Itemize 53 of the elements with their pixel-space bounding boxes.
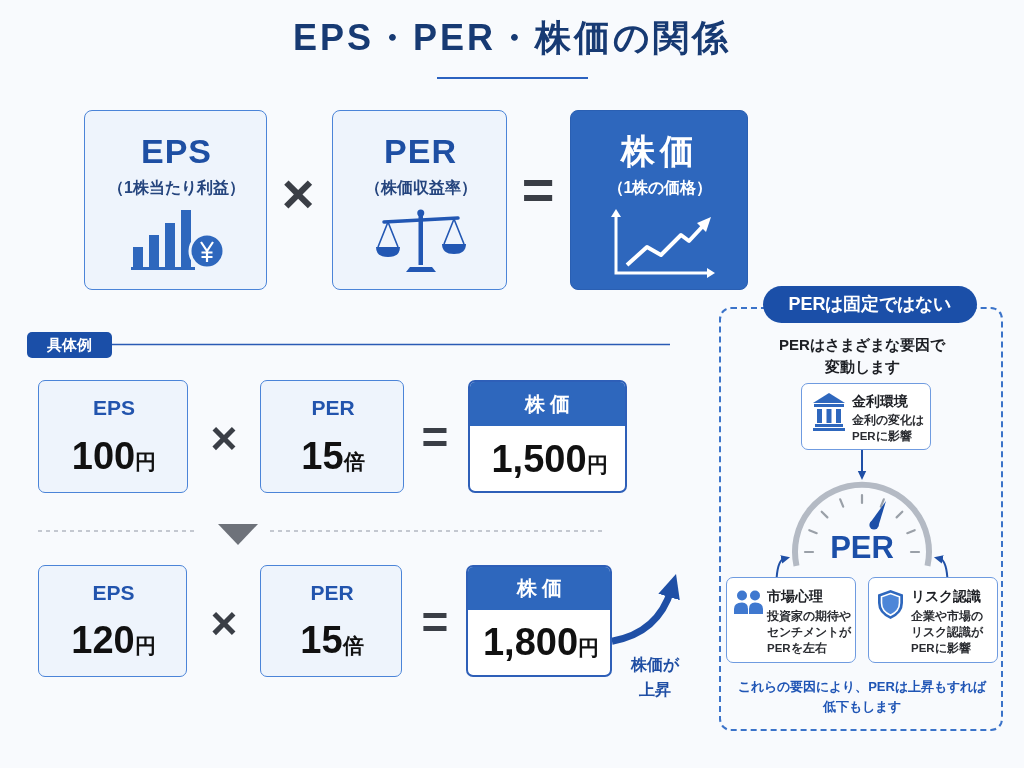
operator-sign: × <box>210 600 238 646</box>
value-text: 15倍 <box>300 620 364 662</box>
arrow <box>857 449 867 480</box>
value-text: 120円 <box>71 620 156 662</box>
formula-box <box>84 110 267 290</box>
factor-box <box>801 383 931 450</box>
formula-box <box>570 110 748 290</box>
box-title: PER <box>384 130 457 172</box>
arrow <box>934 555 949 578</box>
factor-text: 投資家の期待やセンチメントがPERを左右 <box>767 608 853 656</box>
factor-box <box>726 577 856 663</box>
side-caption: 株価が上昇 <box>630 655 680 700</box>
heading-pill: PERは固定ではない <box>763 286 977 323</box>
value-text: 100円 <box>71 436 157 478</box>
box-subtitle: （株価収益率） <box>364 178 477 198</box>
value-box <box>38 380 188 493</box>
value-box <box>466 565 612 677</box>
box-subtitle: （1株の価格） <box>607 178 713 198</box>
factor-title: 市場心理 <box>767 587 824 605</box>
value-box <box>468 380 627 493</box>
factor-title: 金利環境 <box>852 392 909 410</box>
value-box <box>38 565 187 677</box>
operator-sign: = <box>521 162 555 218</box>
title: EPS・PER・株価の関係 <box>292 16 732 60</box>
box-subtitle: （1株当たり利益） <box>108 178 245 198</box>
box-title: PER <box>310 580 354 606</box>
operator-sign: × <box>210 415 238 461</box>
value-box <box>260 565 402 677</box>
box-title: 株価 <box>621 130 699 172</box>
value-box <box>260 380 404 493</box>
factor-text: 金利の変化はPERに影響 <box>852 412 925 444</box>
operator-sign: = <box>421 599 449 645</box>
box-header: 株価 <box>470 382 625 426</box>
panel-text: PERはさまざまな要因で変動します <box>778 335 946 377</box>
box-title: EPS <box>141 130 212 172</box>
box-header: 株価 <box>468 567 610 610</box>
arrow <box>611 574 680 645</box>
arrow <box>775 555 790 578</box>
gauge-label: PER <box>830 529 894 567</box>
factor-box <box>868 577 998 663</box>
value-text: 1,800円 <box>482 622 600 664</box>
formula-box <box>332 110 507 290</box>
section-tag: 具体例 <box>27 332 112 358</box>
value-text: 1,500円 <box>491 439 608 481</box>
operator-sign: = <box>421 414 449 460</box>
box-title: PER <box>311 395 355 421</box>
value-text: 15倍 <box>301 436 365 478</box>
box-title: EPS <box>92 580 135 606</box>
factor-title: リスク認識 <box>911 587 982 605</box>
operator-sign: × <box>281 166 315 222</box>
panel-note: これらの要因により、PERは上昇もすれば低下もします <box>737 678 987 716</box>
factor-text: 企業や市場のリスク認識がPERに影響 <box>911 609 985 656</box>
box-title: EPS <box>93 395 135 421</box>
